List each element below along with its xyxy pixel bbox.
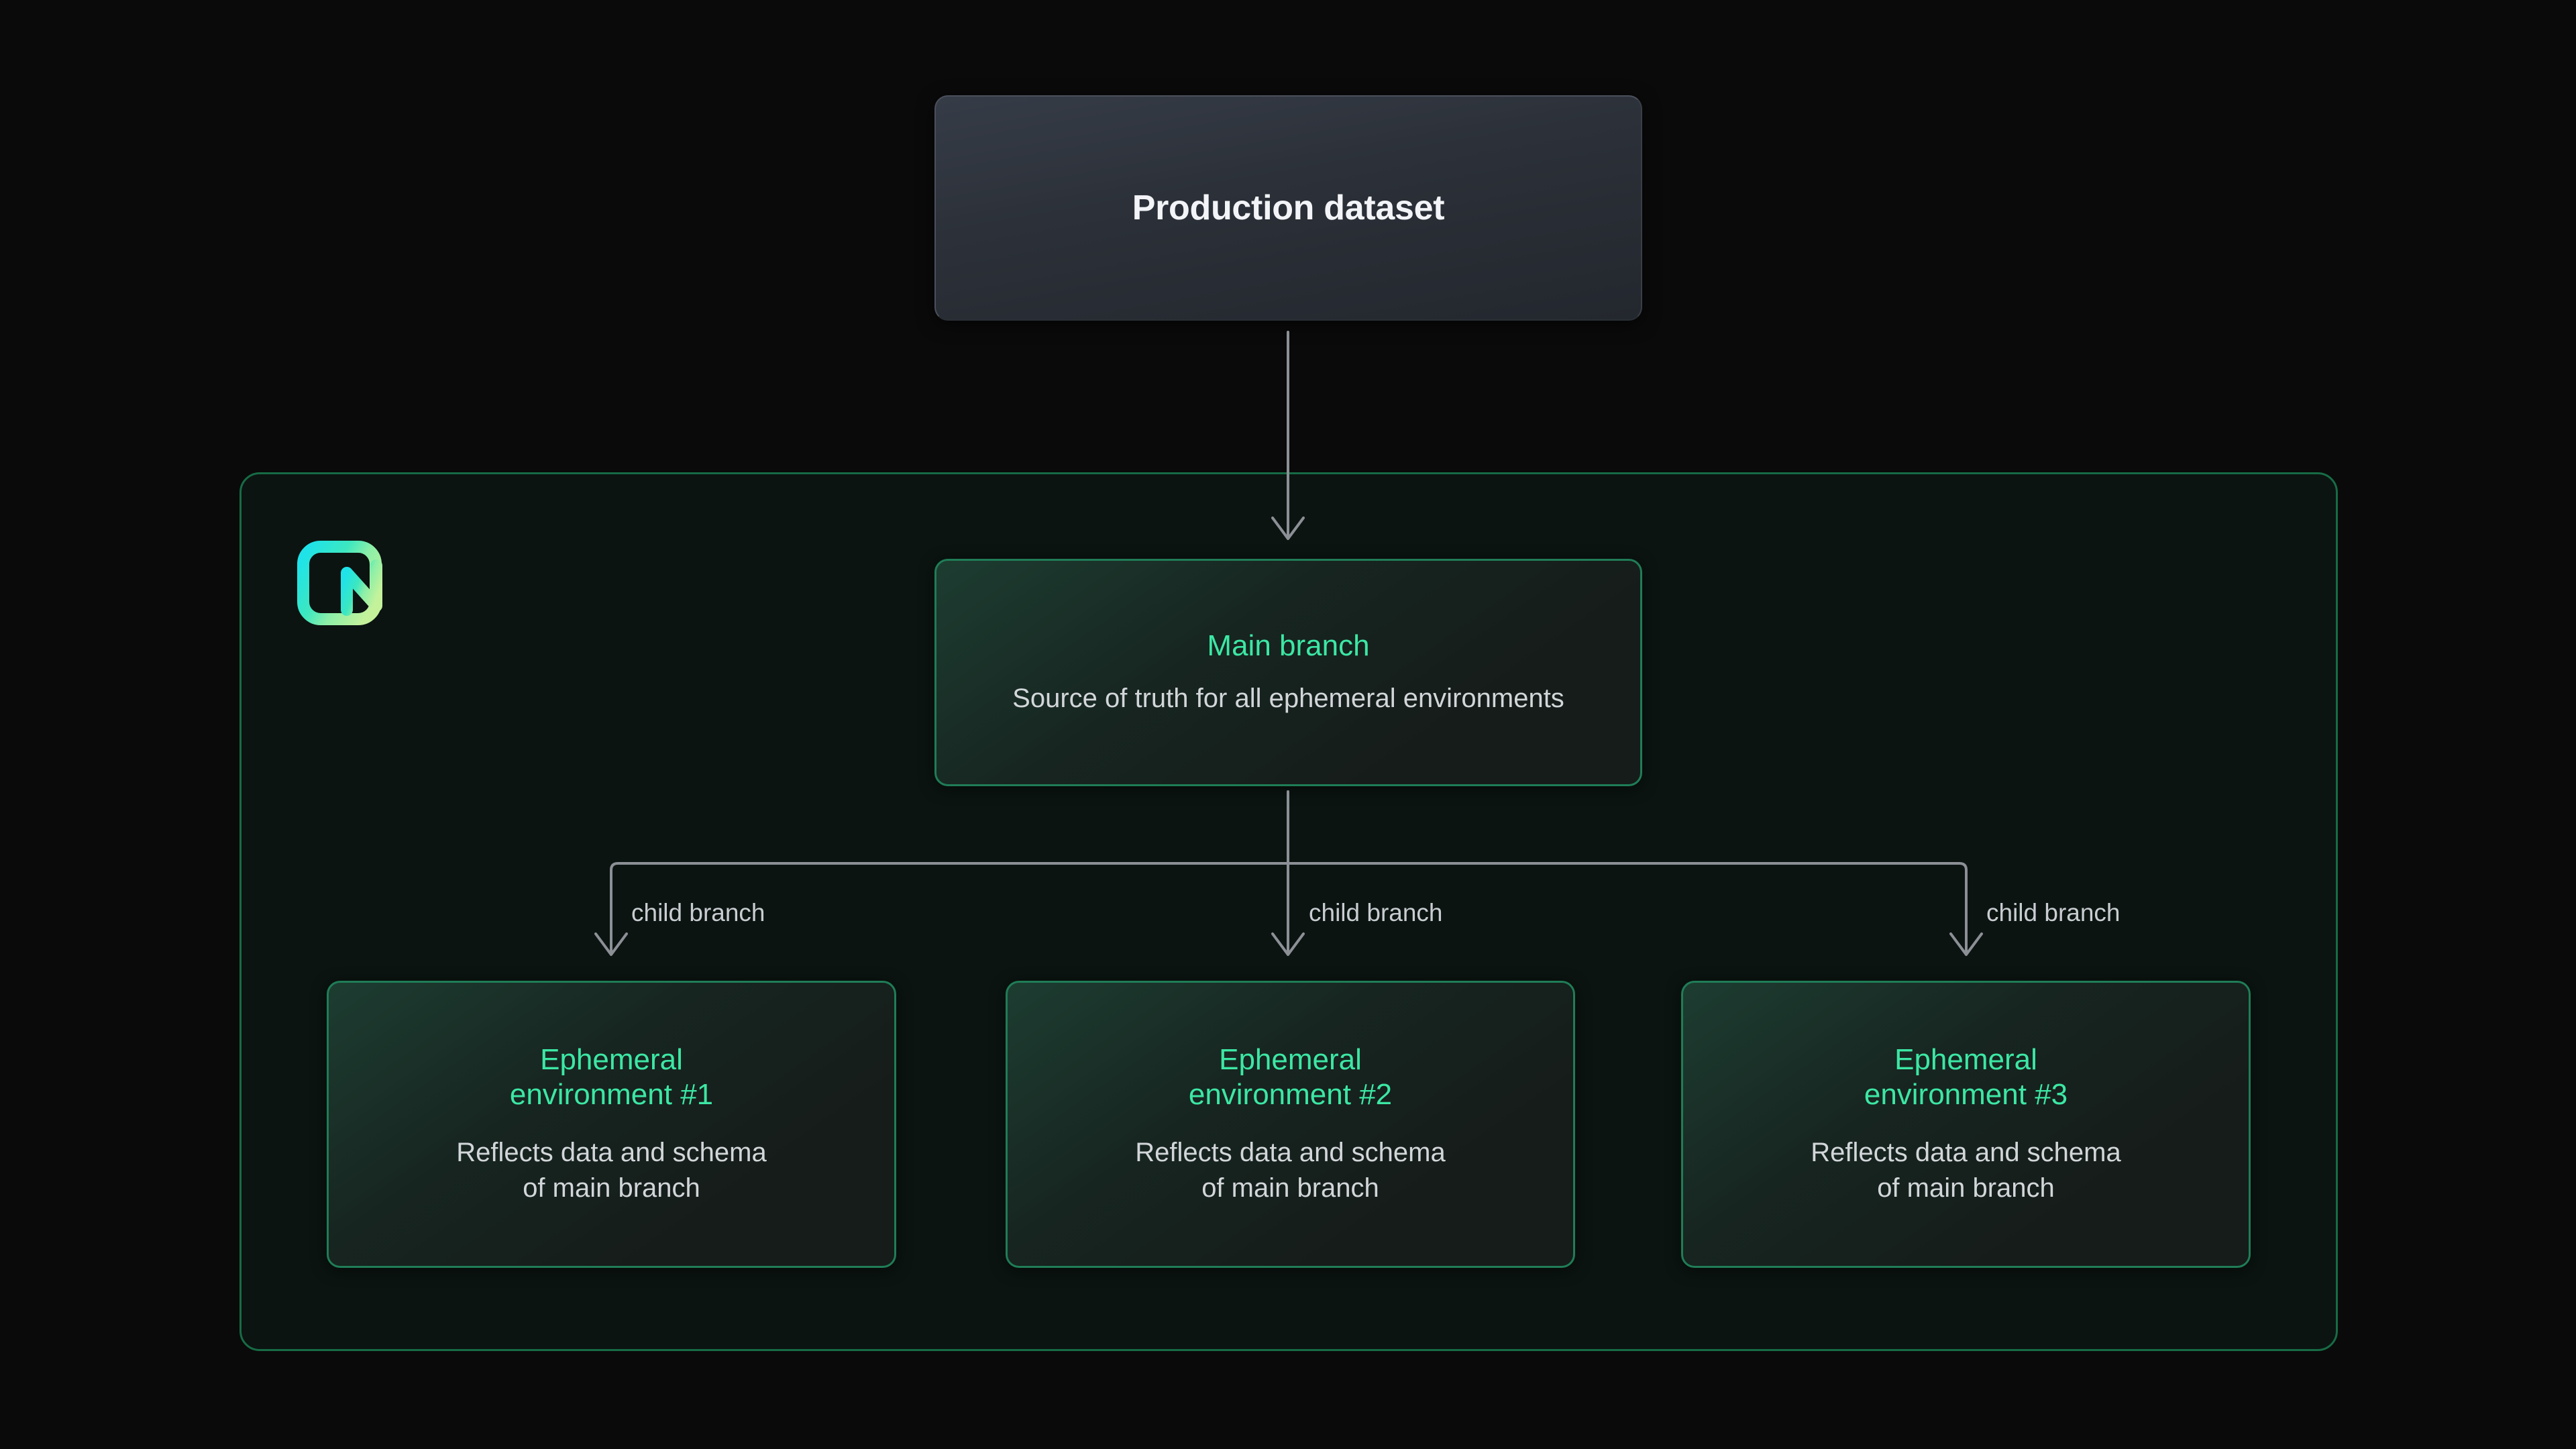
main-branch-title: Main branch (1207, 629, 1370, 663)
edge-label-child-branch-2: child branch (1309, 899, 1443, 926)
ephemeral-title-line-2: environment #1 (509, 1078, 714, 1112)
ephemeral-environment-title-3: Ephemeral environment #3 (1864, 1042, 2068, 1112)
ephemeral-desc-line-2: of main branch (1877, 1173, 2055, 1203)
edge-label-child-branch-1: child branch (631, 899, 765, 926)
ephemeral-title-line-2: environment #3 (1864, 1078, 2068, 1112)
ephemeral-title-line-1: Ephemeral (1219, 1043, 1362, 1077)
ephemeral-desc-line-2: of main branch (523, 1173, 700, 1203)
ephemeral-environment-card-2: Ephemeral environment #2 Reflects data a… (1006, 981, 1575, 1268)
ephemeral-title-line-1: Ephemeral (1894, 1043, 2037, 1077)
ephemeral-desc-line-1: Reflects data and schema (1811, 1138, 2121, 1168)
ephemeral-environment-description-2: Reflects data and schema of main branch (1135, 1135, 1445, 1206)
edge-label-child-branch-3: child branch (1986, 899, 2121, 926)
main-branch-card: Main branch Source of truth for all ephe… (934, 559, 1642, 786)
ephemeral-environment-title-1: Ephemeral environment #1 (510, 1042, 713, 1112)
ephemeral-desc-line-1: Reflects data and schema (456, 1138, 767, 1168)
ephemeral-environment-card-1: Ephemeral environment #1 Reflects data a… (327, 981, 896, 1268)
ephemeral-title-line-1: Ephemeral (540, 1043, 683, 1077)
ephemeral-environment-card-3: Ephemeral environment #3 Reflects data a… (1681, 981, 2251, 1268)
production-dataset-title: Production dataset (1132, 189, 1445, 227)
production-dataset-card: Production dataset (934, 95, 1642, 321)
main-branch-description: Source of truth for all ephemeral enviro… (1012, 684, 1564, 714)
ephemeral-title-line-2: environment #2 (1188, 1078, 1393, 1112)
ephemeral-environment-title-2: Ephemeral environment #2 (1189, 1042, 1392, 1112)
ephemeral-environment-description-1: Reflects data and schema of main branch (456, 1135, 766, 1206)
ephemeral-desc-line-1: Reflects data and schema (1135, 1138, 1446, 1168)
ephemeral-desc-line-2: of main branch (1201, 1173, 1379, 1203)
ephemeral-environment-description-3: Reflects data and schema of main branch (1811, 1135, 2121, 1206)
neon-logo-icon (297, 541, 398, 625)
